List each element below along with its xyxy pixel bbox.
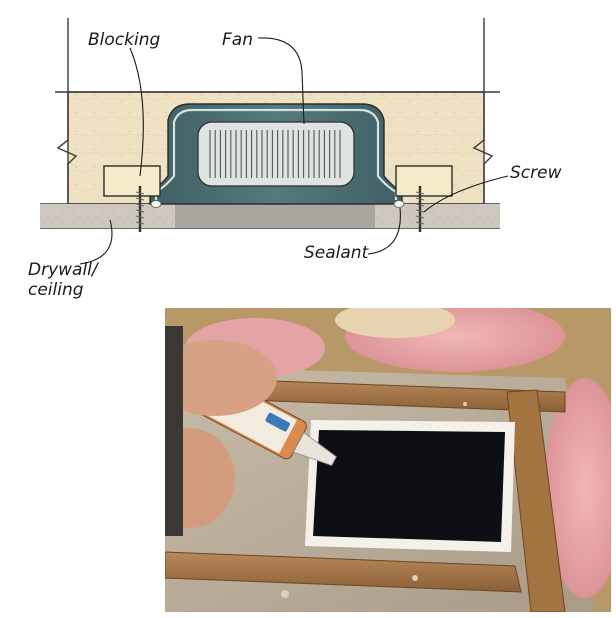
fan-grille-slats (209, 130, 341, 178)
blocking-left (103, 165, 161, 197)
drywall-label: Drywall/ ceiling (28, 260, 98, 300)
blocking-leader (129, 47, 144, 177)
fan-leader (257, 37, 305, 125)
break-line-right (472, 92, 494, 204)
hand-top (165, 340, 277, 416)
screw-right (415, 186, 425, 232)
blocking-right (395, 165, 453, 197)
fan-grille (197, 121, 355, 187)
break-line-left (56, 92, 78, 204)
screw-label: Screw (510, 163, 562, 183)
fan-opening (313, 430, 505, 542)
sealing-photo (165, 308, 611, 612)
sealant-leader (367, 207, 401, 255)
insulation-right (545, 378, 611, 598)
drywall-label-line2: ceiling (28, 280, 84, 300)
fan-label: Fan (222, 30, 253, 50)
screw-left (135, 186, 145, 232)
sealant-bead-right (393, 200, 405, 208)
joist-bottom (165, 551, 522, 593)
sealant-bead-left (150, 200, 162, 208)
drywall-leader (79, 219, 113, 265)
screw-leader (423, 175, 509, 213)
blocking-label: Blocking (88, 30, 161, 50)
sealant-label: Sealant (304, 243, 369, 263)
joist-right (506, 389, 566, 612)
cross-section-diagram (40, 18, 509, 265)
drywall-label-line1: Drywall/ (28, 260, 98, 280)
